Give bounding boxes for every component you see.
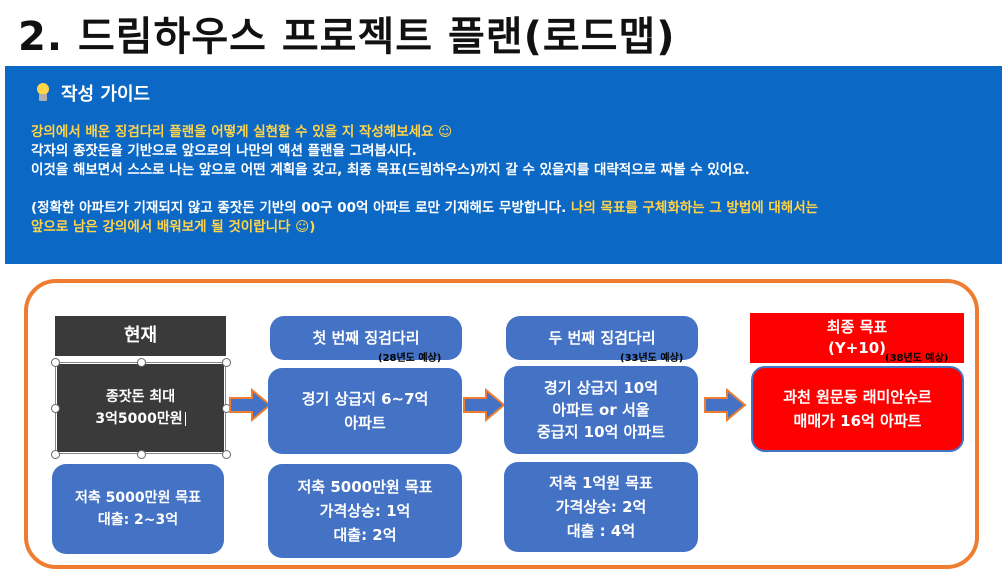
final-note: (38년도 예상) [885, 353, 949, 364]
step2-target-line-2: 아파트 or 서울 [552, 401, 650, 419]
step1-target-box[interactable]: 경기 상급지 6~7억 아파트 [268, 368, 462, 454]
guide-line-4: (정확한 아파트가 기재되지 않고 종잣돈 기반의 00구 00억 아파트 로만… [31, 199, 991, 218]
guide-line-5: 앞으로 남은 강의에서 배워보게 될 것이랍니다 ☺) [31, 219, 316, 235]
arrow-right-icon [704, 388, 747, 422]
now-goal-line-2: 대출: 2~3억 [97, 512, 179, 528]
guide-line-4-yellow: 나의 목표를 구체화하는 그 방법에 대해서는 [570, 200, 819, 216]
guide-text: 강의에서 배운 징검다리 플랜을 어떻게 실현할 수 있을 지 작성해보세요 ☺… [31, 123, 991, 237]
guide-header: 작성 가이드 [35, 80, 150, 106]
arrow-right-icon [229, 388, 272, 422]
step1-goal-line-2: 가격상승: 1억 [319, 502, 411, 520]
selection-frame[interactable] [55, 362, 226, 454]
roadmap-frame [24, 279, 979, 569]
step1-target-line-2: 아파트 [344, 414, 386, 432]
step2-target-box[interactable]: 경기 상급지 10억 아파트 or 서울 중급지 10억 아파트 [504, 366, 698, 454]
guide-header-label: 작성 가이드 [61, 84, 151, 105]
step1-goal-box[interactable]: 저축 5000만원 목표 가격상승: 1억 대출: 2억 [268, 464, 462, 558]
seed-money-box[interactable]: 종잣돈 최대 3억5000만원 [57, 364, 224, 452]
final-header-line-1: 최종 목표 [826, 318, 888, 336]
final-target-box[interactable]: 과천 원문동 래미안슈르 매매가 16억 아파트 [751, 366, 964, 452]
seed-line-2: 3억5000만원 [95, 411, 183, 427]
step2-goal-line-2: 가격상승: 2억 [555, 498, 647, 516]
resize-handle-tc[interactable] [137, 358, 146, 367]
step1-goal-line-1: 저축 5000만원 목표 [297, 478, 433, 496]
guide-panel: 작성 가이드 강의에서 배운 징검다리 플랜을 어떻게 실현할 수 있을 지 작… [5, 66, 1002, 264]
step1-header[interactable]: 첫 번째 징검다리 [270, 316, 462, 360]
step2-note: (33년도 예상) [620, 353, 684, 364]
step2-header[interactable]: 두 번째 징검다리 [506, 316, 698, 360]
resize-handle-tl[interactable] [51, 358, 60, 367]
step1-target-line-1: 경기 상급지 6~7억 [301, 390, 429, 408]
now-header: 현재 [55, 316, 226, 356]
final-header[interactable]: 최종 목표 (Y+10) [750, 313, 964, 363]
step2-goal-line-1: 저축 1억원 목표 [549, 474, 653, 492]
guide-line-1: 강의에서 배운 징검다리 플랜을 어떻게 실현할 수 있을 지 작성해보세요 ☺ [31, 124, 453, 140]
guide-line-3: 이것을 해보면서 스스로 나는 앞으로 어떤 계획을 갖고, 최종 목표(드림하… [31, 162, 750, 178]
step2-target-line-1: 경기 상급지 10억 [543, 379, 659, 397]
now-goal-box[interactable]: 저축 5000만원 목표 대출: 2~3억 [52, 464, 224, 554]
step1-note: (28년도 예상) [378, 353, 442, 364]
resize-handle-br[interactable] [222, 450, 231, 459]
final-target-line-1: 과천 원문동 래미안슈르 [783, 388, 932, 406]
seed-line-1: 종잣돈 최대 [105, 389, 176, 405]
lightbulb-icon [35, 83, 51, 103]
step2-goal-box[interactable]: 저축 1억원 목표 가격상승: 2억 대출 : 4억 [504, 462, 698, 552]
step2-goal-line-3: 대출 : 4억 [566, 522, 636, 540]
now-goal-line-1: 저축 5000만원 목표 [75, 490, 201, 506]
resize-handle-bc[interactable] [137, 450, 146, 459]
guide-line-4-white: (정확한 아파트가 기재되지 않고 종잣돈 기반의 00구 00억 아파트 로만… [31, 200, 571, 216]
resize-handle-tr[interactable] [222, 358, 231, 367]
guide-line-2: 각자의 종잣돈을 기반으로 앞으로의 나만의 액션 플랜을 그려봅시다. [31, 143, 417, 159]
resize-handle-ml[interactable] [51, 404, 60, 413]
final-header-line-2: (Y+10) [827, 339, 886, 357]
step2-target-line-3: 중급지 10억 아파트 [537, 423, 665, 441]
page-title: 2. 드림하우스 프로젝트 플랜(로드맵) [18, 14, 676, 60]
step1-goal-line-3: 대출: 2억 [333, 526, 397, 544]
resize-handle-bl[interactable] [51, 450, 60, 459]
final-target-line-2: 매매가 16억 아파트 [793, 412, 922, 430]
text-cursor [184, 412, 186, 426]
arrow-right-icon [463, 388, 506, 422]
